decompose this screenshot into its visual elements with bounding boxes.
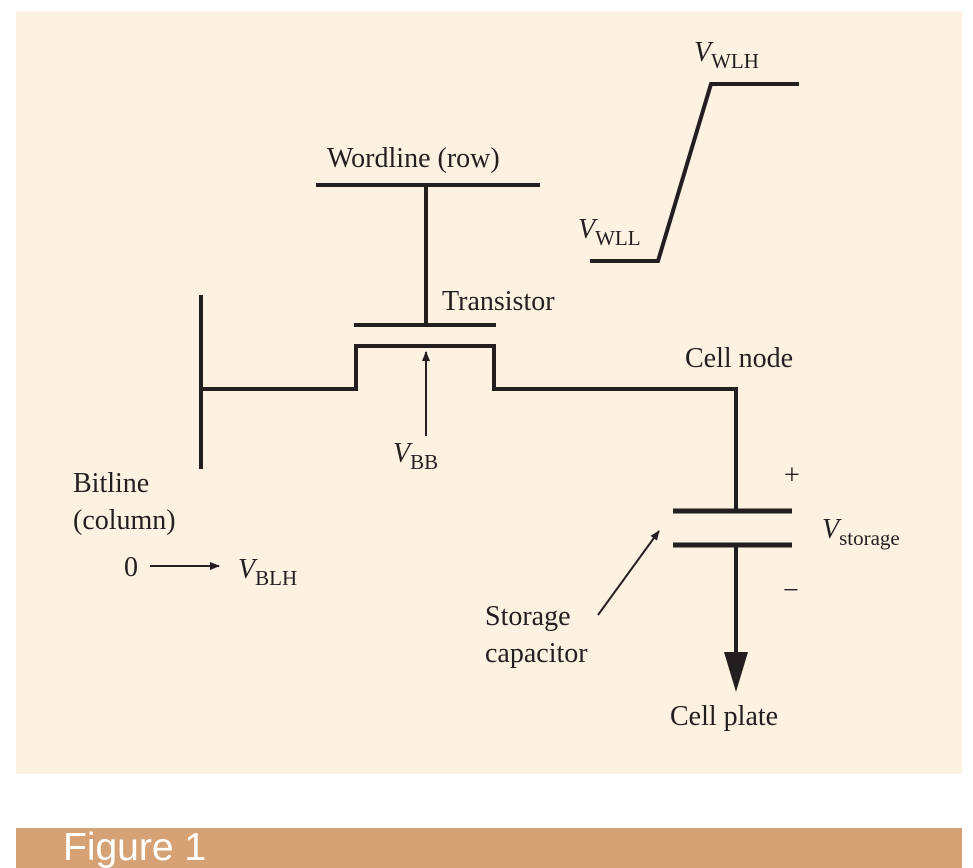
plus-sign: + [784, 460, 800, 491]
storage-label: Storage [485, 601, 571, 632]
transistor-channel-wire [201, 344, 738, 511]
bitline-column-label: (column) [73, 505, 176, 536]
cell-plate-label: Cell plate [670, 701, 778, 732]
vwll-label: VWLL [578, 214, 641, 250]
capacitor-label: capacitor [485, 638, 588, 669]
transistor-label: Transistor [442, 286, 555, 317]
figure-caption: Figure 1 [63, 828, 207, 868]
vstorage-label: Vstorage [822, 514, 900, 550]
wordline-label: Wordline (row) [327, 143, 500, 174]
vwlh-label: VWLH [694, 37, 759, 73]
bitline-label: Bitline [73, 468, 149, 499]
zero-label: 0 [124, 552, 138, 583]
cell-node-label: Cell node [685, 343, 793, 374]
diagram-panel [16, 11, 962, 774]
minus-sign: − [783, 575, 799, 606]
figure-caption-bar: Figure 1 [16, 828, 962, 868]
cell-plate-arrowhead [724, 652, 748, 692]
wordline-waveform [590, 82, 799, 263]
dram-cell-circuit: Wordline (row) Transistor Cell node Bitl… [73, 37, 900, 732]
vblh-label: VBLH [238, 554, 297, 590]
vbb-label: VBB [393, 438, 438, 474]
storage-capacitor-pointer [597, 530, 660, 616]
